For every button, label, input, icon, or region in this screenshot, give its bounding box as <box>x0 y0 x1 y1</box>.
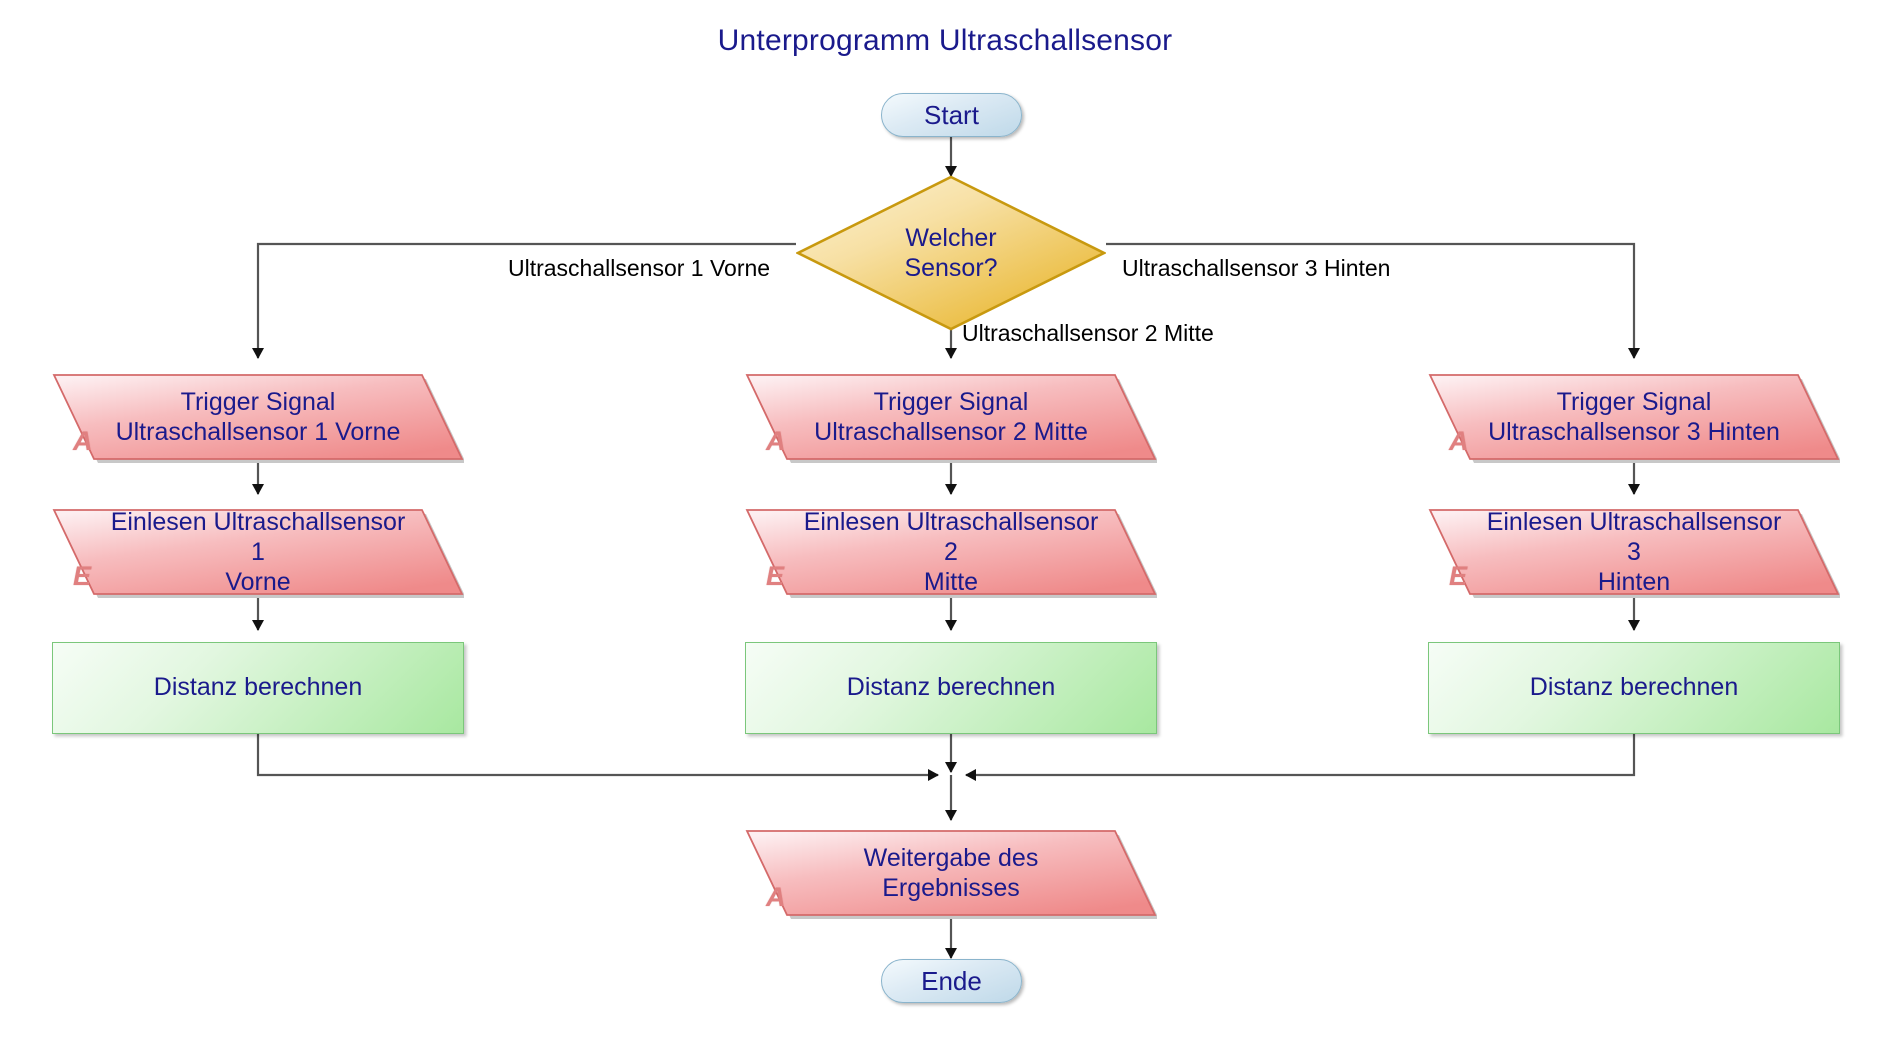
node-right-trigger-marker: A <box>1449 426 1469 456</box>
node-output-line2: Ergebnisses <box>882 874 1020 902</box>
node-output-text: Weitergabe des Ergebnisses <box>745 827 1157 919</box>
node-right-calc[interactable]: Distanz berechnen <box>1428 642 1840 734</box>
edge-label-branch-middle: Ultraschallsensor 2 Mitte <box>962 320 1214 346</box>
node-right-calc-label: Distanz berechnen <box>1529 673 1739 702</box>
node-middle-calc[interactable]: Distanz berechnen <box>745 642 1157 734</box>
edge-label-branch-left: Ultraschallsensor 1 Vorne <box>508 255 771 281</box>
node-end[interactable]: Ende <box>881 959 1022 1003</box>
wire-left-calc-to-merge <box>256 733 939 781</box>
node-middle-trigger-marker: A <box>766 426 786 456</box>
node-right-read-line1: Einlesen Ultraschallsensor 3 <box>1486 508 1782 566</box>
node-middle-calc-label: Distanz berechnen <box>846 673 1056 702</box>
parallelogram-shape <box>745 374 1157 463</box>
node-left-read[interactable]: Einlesen Ultraschallsensor 1 Vorne E <box>52 506 464 598</box>
node-left-trigger-line1: Trigger Signal <box>180 388 336 416</box>
node-left-trigger-text: Trigger Signal Ultraschallsensor 1 Vorne <box>52 371 464 463</box>
parallelogram-shape <box>1428 374 1840 463</box>
wire-right-calc-to-merge <box>965 733 1636 781</box>
node-start[interactable]: Start <box>881 93 1022 137</box>
node-middle-trigger-line2: Ultraschallsensor 2 Mitte <box>814 418 1088 446</box>
node-decision-line1: Welcher <box>905 224 997 252</box>
parallelogram-shape <box>52 374 464 463</box>
node-decision[interactable]: Welcher Sensor? <box>796 175 1106 331</box>
node-left-read-line2: Vorne <box>225 568 291 596</box>
node-start-label: Start <box>924 99 979 130</box>
node-left-trigger-line2: Ultraschallsensor 1 Vorne <box>115 418 401 446</box>
parallelogram-shape <box>745 830 1157 919</box>
page-title: Unterprogramm Ultraschallsensor <box>717 24 1173 57</box>
node-left-trigger[interactable]: Trigger Signal Ultraschallsensor 1 Vorne… <box>52 371 464 463</box>
node-middle-trigger-line1: Trigger Signal <box>873 388 1029 416</box>
parallelogram-shape <box>745 509 1157 598</box>
node-right-read-line2: Hinten <box>1597 568 1671 596</box>
node-left-calc-label: Distanz berechnen <box>153 673 363 702</box>
node-middle-read-marker: E <box>766 561 785 591</box>
node-end-label: Ende <box>921 965 982 996</box>
node-output-marker: A <box>766 882 786 912</box>
node-middle-read-text: Einlesen Ultraschallsensor 2 Mitte <box>745 506 1157 598</box>
node-right-trigger-line2: Ultraschallsensor 3 Hinten <box>1488 418 1780 446</box>
node-output-line1: Weitergabe des <box>863 844 1039 872</box>
node-middle-read-line1: Einlesen Ultraschallsensor 2 <box>803 508 1099 566</box>
node-left-calc[interactable]: Distanz berechnen <box>52 642 464 734</box>
node-left-read-marker: E <box>73 561 92 591</box>
node-right-trigger-line1: Trigger Signal <box>1556 388 1712 416</box>
node-middle-read[interactable]: Einlesen Ultraschallsensor 2 Mitte E <box>745 506 1157 598</box>
node-right-trigger-text: Trigger Signal Ultraschallsensor 3 Hinte… <box>1428 371 1840 463</box>
node-middle-trigger[interactable]: Trigger Signal Ultraschallsensor 2 Mitte… <box>745 371 1157 463</box>
node-output[interactable]: Weitergabe des Ergebnisses A <box>745 827 1157 919</box>
node-left-trigger-marker: A <box>73 426 93 456</box>
node-decision-line2: Sensor? <box>904 254 998 282</box>
node-right-read-marker: E <box>1449 561 1468 591</box>
node-middle-read-line2: Mitte <box>923 568 979 596</box>
node-left-read-line1: Einlesen Ultraschallsensor 1 <box>110 508 406 566</box>
node-right-trigger[interactable]: Trigger Signal Ultraschallsensor 3 Hinte… <box>1428 371 1840 463</box>
node-right-read-text: Einlesen Ultraschallsensor 3 Hinten <box>1428 506 1840 598</box>
node-decision-label: Welcher Sensor? <box>796 175 1106 331</box>
diamond-shape <box>796 175 1106 331</box>
node-right-read[interactable]: Einlesen Ultraschallsensor 3 Hinten E <box>1428 506 1840 598</box>
parallelogram-shape <box>1428 509 1840 598</box>
parallelogram-shape <box>52 509 464 598</box>
node-middle-trigger-text: Trigger Signal Ultraschallsensor 2 Mitte <box>745 371 1157 463</box>
edge-label-branch-right: Ultraschallsensor 3 Hinten <box>1122 255 1391 281</box>
node-left-read-text: Einlesen Ultraschallsensor 1 Vorne <box>52 506 464 598</box>
